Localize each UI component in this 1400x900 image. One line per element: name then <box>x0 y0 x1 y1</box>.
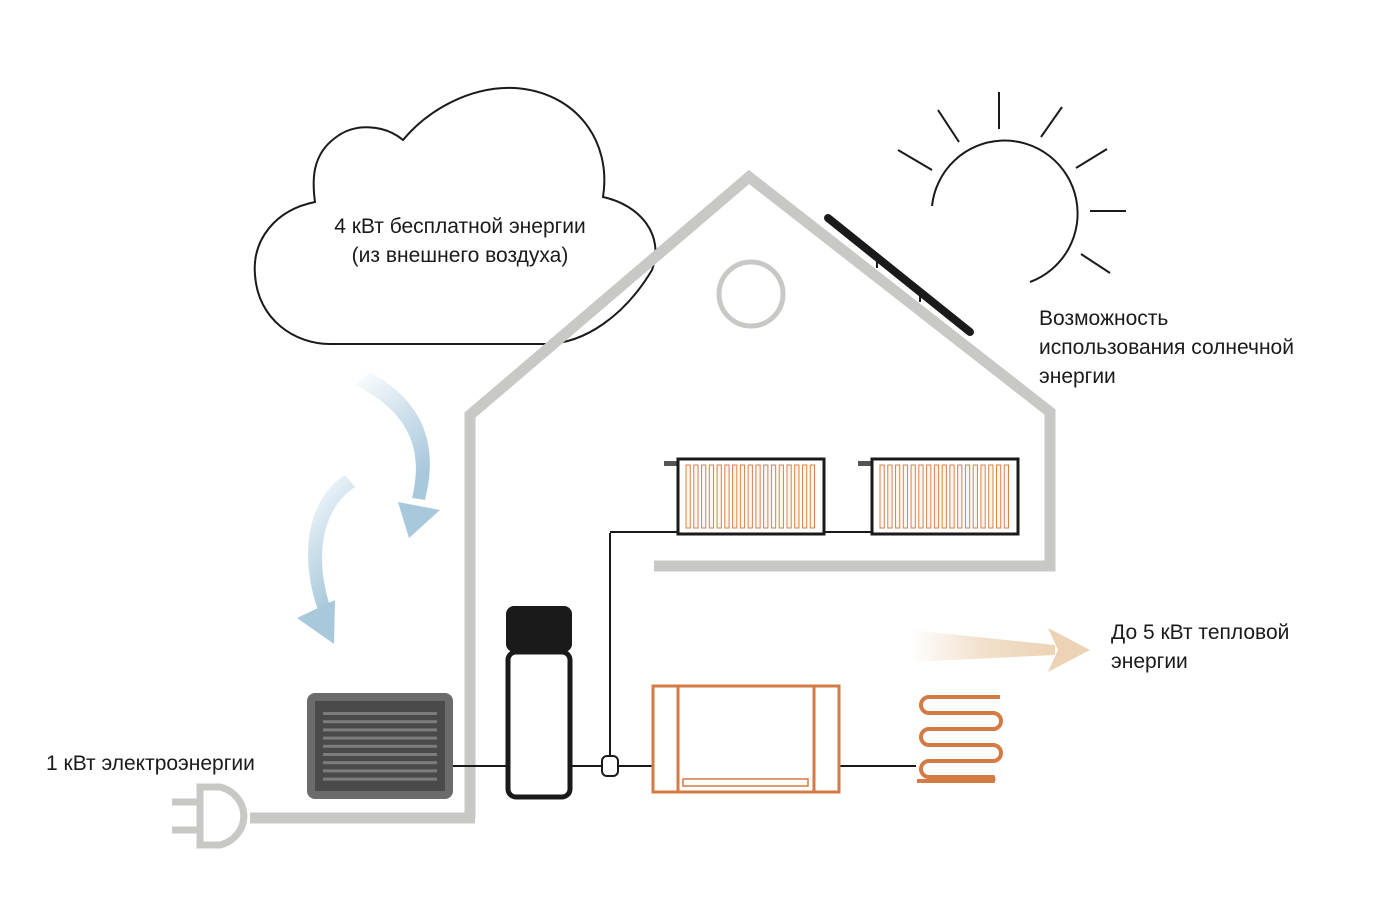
radiator-fin <box>732 464 738 529</box>
air-intake-arrow-icon-2 <box>297 475 355 644</box>
radiator-fin <box>949 464 955 529</box>
grille-line <box>323 728 437 732</box>
solar-label-line-1: Возможность <box>1039 307 1169 330</box>
radiator-fin <box>910 464 916 529</box>
grille-line <box>323 712 437 715</box>
radiator-fin <box>801 464 808 529</box>
radiator-fin <box>926 464 932 529</box>
heat-output-arrow-icon <box>910 628 1090 672</box>
radiator-fin <box>724 464 730 529</box>
radiator-fin <box>716 464 722 529</box>
heat-output-label-line-1: До 5 кВт тепловой <box>1111 621 1290 644</box>
solar-panel-icon <box>824 214 974 336</box>
cloud-label: 4 кВт бесплатной энергии (из внешнего во… <box>255 212 665 270</box>
radiator-fin <box>941 464 947 529</box>
radiator-fin <box>693 464 699 529</box>
attic-window-icon <box>716 259 786 329</box>
sun-icon <box>897 92 1126 283</box>
radiator-icon <box>664 457 826 536</box>
grille-line <box>323 744 437 748</box>
electric-input-label: 1 кВт электроэнергии <box>46 749 255 778</box>
solar-label-line-3: энергии <box>1039 365 1116 388</box>
radiator-fin <box>770 464 777 529</box>
fan-coil-icon <box>651 684 841 794</box>
cloud-label-line-2: (из внешнего воздуха) <box>351 244 569 267</box>
solar-label-line-2: использования солнечной <box>1039 336 1294 359</box>
solar-label: Возможность использования солнечной энер… <box>1039 304 1294 391</box>
radiator-fin <box>755 464 761 529</box>
radiator-fin <box>809 464 815 529</box>
heat-output-label: До 5 кВт тепловой энергии <box>1111 618 1289 676</box>
grille-line <box>323 769 437 773</box>
radiator-fin <box>739 464 746 529</box>
radiator-fin <box>701 464 707 529</box>
radiator-fin <box>887 464 893 529</box>
radiator-fin <box>972 464 978 529</box>
radiator-fin <box>794 464 800 529</box>
grille-line <box>323 777 437 781</box>
radiator-fin <box>980 464 986 529</box>
radiator-fin <box>786 464 792 529</box>
electric-input-label-line-1: 1 кВт электроэнергии <box>46 752 255 775</box>
radiator-fin <box>995 464 1002 529</box>
radiator-icon <box>858 457 1020 536</box>
radiator-fin <box>778 464 784 529</box>
grille-line <box>323 736 437 740</box>
radiator-fin <box>879 464 885 529</box>
water-tank-icon <box>505 606 573 800</box>
house-outline <box>464 169 1056 818</box>
pipes <box>452 531 916 767</box>
radiator-fin <box>902 464 909 529</box>
radiator-fin <box>895 464 901 529</box>
radiator-fin <box>747 464 753 529</box>
radiator-fin <box>1003 464 1009 529</box>
radiator-fin <box>708 464 715 529</box>
radiator-fin <box>964 464 971 529</box>
air-intake-arrow-icon <box>355 372 440 538</box>
cloud-label-line-1: 4 кВт бесплатной энергии <box>334 215 586 238</box>
radiator-fin <box>685 464 691 529</box>
power-plug-icon <box>172 783 248 849</box>
radiator-fin <box>957 464 963 529</box>
underfloor-heating-icon <box>917 695 1003 783</box>
radiator-fin <box>918 464 924 529</box>
pipe-valve-icon <box>601 755 619 777</box>
radiator-fin <box>933 464 940 529</box>
grille-line <box>323 761 437 765</box>
radiator-fin <box>763 464 769 529</box>
heat-output-label-line-2: энергии <box>1111 650 1188 673</box>
grille-line <box>323 720 437 724</box>
radiator-fin <box>988 464 994 529</box>
grille-line <box>323 753 437 756</box>
outdoor-unit-icon <box>307 693 453 799</box>
